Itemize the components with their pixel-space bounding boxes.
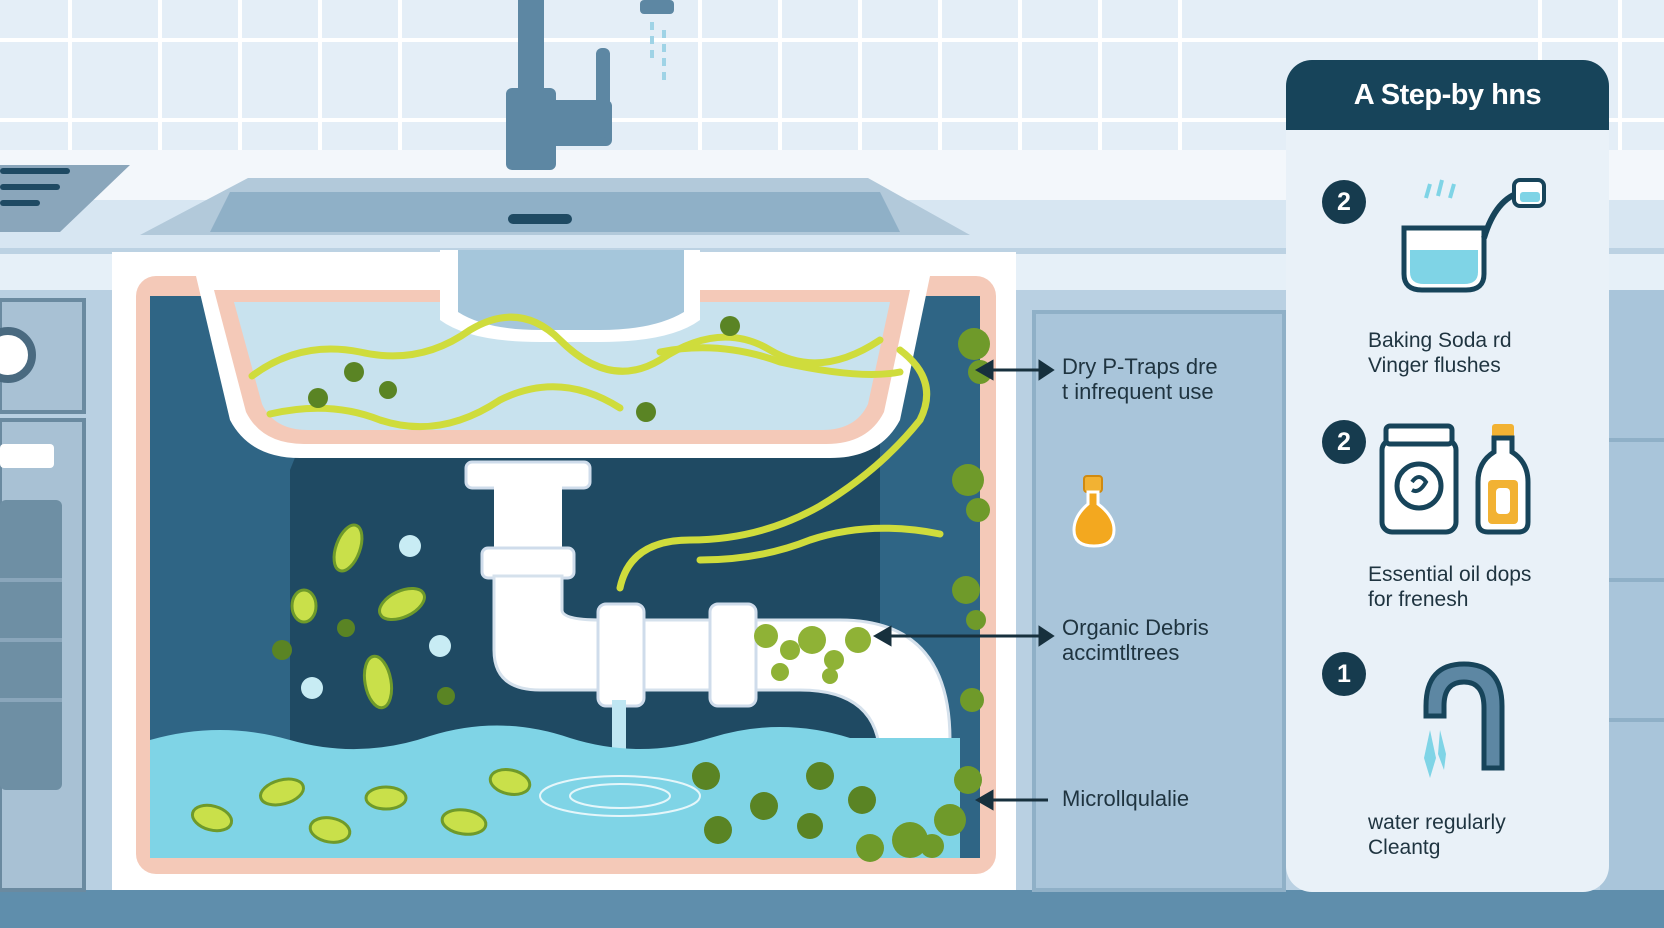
- step-number-badge: 2: [1322, 180, 1366, 224]
- oven: [0, 298, 86, 892]
- sink-basin: [140, 178, 970, 235]
- step-number-badge: 2: [1322, 420, 1366, 464]
- step-label: Baking Soda rd Vinger flushes: [1368, 328, 1608, 378]
- callout-arrows: [872, 359, 1055, 811]
- faucet-icon: [1423, 661, 1505, 778]
- bacteria: [190, 523, 532, 844]
- panel-title: A Step-by hns: [1286, 60, 1609, 130]
- step-label-line: Vinger flushes: [1368, 354, 1501, 377]
- callout-organic-debris: Organic Debris accimtltrees: [1062, 615, 1262, 665]
- callout-line: t infrequent use: [1062, 379, 1214, 404]
- faucet: [506, 0, 674, 170]
- p-trap-pipe: [464, 460, 952, 802]
- callout-line: Dry P-Traps dre: [1062, 354, 1218, 379]
- water-ripples: [539, 775, 701, 817]
- callout-microbial: Microllqulalie: [1062, 786, 1262, 811]
- step-label-line: water regularly: [1368, 811, 1506, 834]
- oil-bottle-icon: [1072, 475, 1116, 548]
- slime-strands: [248, 313, 944, 592]
- step-label-line: Baking Soda rd: [1368, 329, 1512, 352]
- step-label-line: Essential oil dops: [1368, 563, 1532, 586]
- spores: [272, 316, 876, 844]
- debris-in-pipe: [754, 624, 871, 684]
- cabinet-doors: [1032, 290, 1664, 892]
- callout-line: Organic Debris: [1062, 615, 1209, 640]
- step-label: water regularly Cleantg: [1368, 810, 1608, 860]
- step-label: Essential oil dops for frenesh: [1368, 562, 1608, 612]
- step-number-badge: 1: [1322, 652, 1366, 696]
- step-label-line: for frenesh: [1368, 588, 1469, 611]
- jar-and-bottle-icon: [1379, 423, 1531, 535]
- bubbles: [301, 535, 451, 699]
- steps-panel: A Step-by hns 2 Baking Soda rd Vinger fl…: [1286, 60, 1609, 892]
- kettle-icon: [1401, 178, 1546, 293]
- biofilm-buildup: [856, 328, 992, 862]
- step-label-line: Cleantg: [1368, 836, 1441, 859]
- callout-dry-p-traps: Dry P-Traps dre t infrequent use: [1062, 354, 1262, 404]
- callout-line: Microllqulalie: [1062, 786, 1190, 811]
- stovetop: [0, 165, 130, 232]
- callout-line: accimtltrees: [1062, 640, 1180, 665]
- trap-water: [150, 725, 960, 858]
